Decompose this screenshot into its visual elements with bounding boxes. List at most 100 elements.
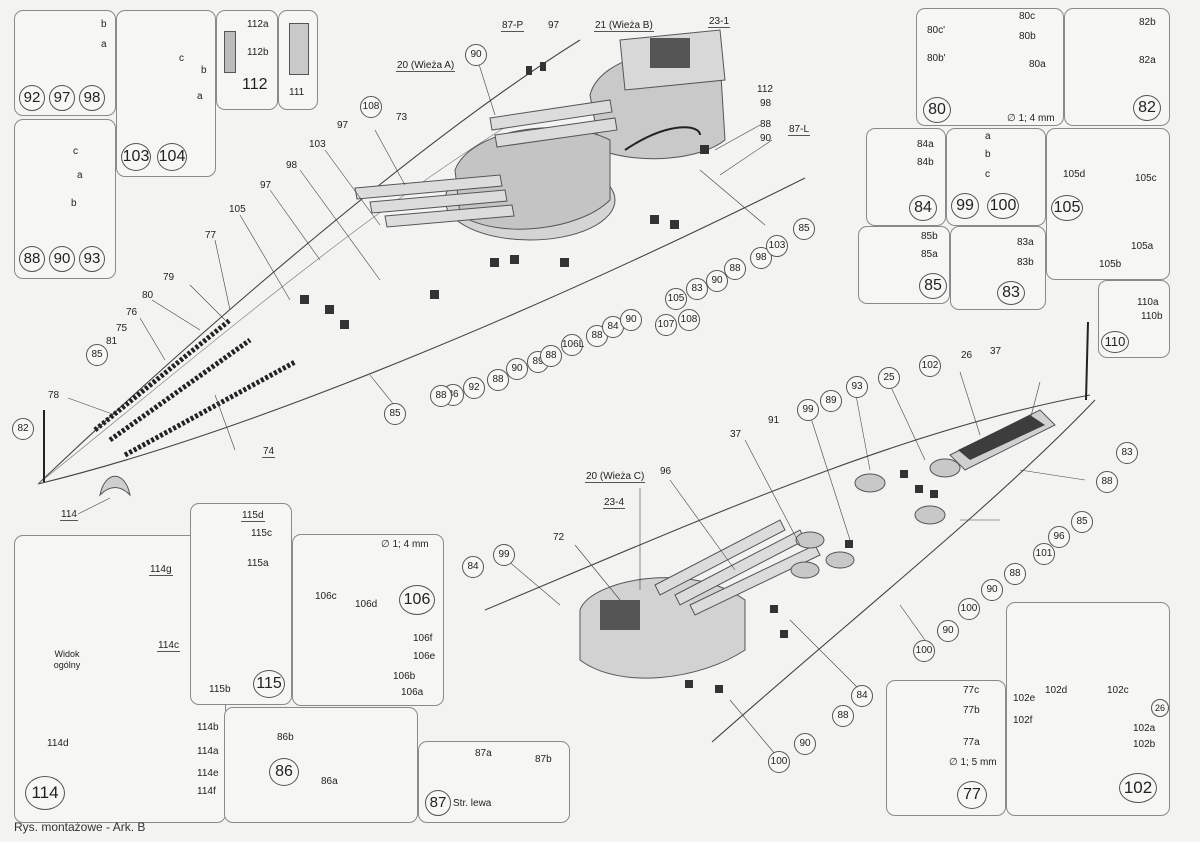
inset-box-106: ∅ 1; 4 mm 106c 106d 106f 106e 106b 106a … [292,534,444,706]
callout-99-a: 99 [797,399,819,421]
callout-81: 81 [106,336,118,347]
inset-102-label-26: 26 [1151,699,1169,717]
inset-box-110: 110a 110b 110 [1098,280,1170,358]
inset-80-num: 80 [923,97,951,123]
inset-box-102: 102d 102c 102e 102f 26 102a 102b 102 [1006,602,1170,816]
callout-96-a: 96 [660,466,672,477]
callout-84-s: 84 [462,556,484,578]
inset-box-103: c b a 103 104 [116,10,216,177]
inset-92-num: 92 [19,85,45,111]
callout-90-s2: 90 [937,620,959,642]
callout-92: 92 [463,377,485,399]
callout-83: 83 [686,278,708,300]
inset-106-label-a: 106a [401,687,424,698]
sheet-title: Rys. montażowe - Ark. B [14,820,146,834]
inset-84-label-b: 84b [917,157,934,168]
inset-104-num: 104 [157,143,187,171]
inset-87-label-b: 87b [535,754,552,765]
inset-103-num: 103 [121,143,151,171]
inset-114-caption: Widok ogólny [53,649,81,670]
inset-115-label-a: 115a [247,558,269,569]
inset-112-num: 112 [242,76,268,93]
inset-83-num: 83 [997,281,1025,305]
inset-98-num: 98 [79,85,105,111]
inset-102-label-c: 102c [1107,685,1129,696]
inset-box-77: 77c 77b 77a ∅ 1; 5 mm 77 [886,680,1006,816]
inset-82-num: 82 [1133,95,1161,121]
callout-108-b: 108 [678,309,700,331]
callout-97-a: 97 [337,120,349,131]
inset-box-115: 115d 115c 115a 115b 115 [190,503,292,705]
callout-88-a: 88 [760,119,772,130]
inset-110-num: 110 [1101,331,1129,353]
inset-87-label-a: 87a [475,748,492,759]
callout-100-a: 100 [958,598,980,620]
label-87p: 87-P [501,20,525,32]
stern-guns-drawing [654,519,821,616]
inset-80-note: ∅ 1; 4 mm [1007,113,1055,124]
inset-99-num: 99 [951,193,979,219]
inset-115-label-d: 115d [241,510,265,522]
inset-115-num: 115 [253,670,285,698]
inset-77-label-a: 77a [963,737,980,748]
inset-114-num: 114 [25,776,65,810]
inset-88-label-b: b [71,198,77,209]
callout-90-e: 90 [706,270,728,292]
stern-hull-drawing [484,321,1096,743]
callout-93: 93 [846,376,868,398]
inset-102-num: 102 [1119,773,1157,803]
inset-88-num: 88 [19,246,45,272]
inset-92-label-b: b [101,19,107,30]
inset-83-label-a: 83a [1017,237,1034,248]
inset-97-num: 97 [49,85,75,111]
callout-98-b: 98 [286,160,298,171]
inset-103-label-a: a [197,91,203,102]
inset-box-88: c a b 88 90 93 [14,119,116,279]
leader-lines [67,57,1086,761]
callout-90-a: 90 [465,44,487,66]
inset-114-label-c: 114c [157,640,180,652]
callout-90-s1: 90 [981,579,1003,601]
callout-102: 102 [919,355,941,377]
anchor-chains-drawing [93,318,297,458]
inset-115-label-b: 115b [209,684,231,695]
inset-110-label-a: 110a [1137,297,1159,308]
inset-111-num: 111 [289,87,305,98]
inset-114-label-a: 114a [197,746,219,757]
inset-box-83: 83a 83b 83 [950,226,1046,310]
label-97-top: 97 [548,20,560,31]
anchor-drawing [99,475,131,497]
bollard-parts-drawing [300,62,709,329]
inset-83-label-b: 83b [1017,257,1034,268]
inset-box-85: 85b 85a 85 [858,226,950,304]
callout-107: 107 [655,314,677,336]
inset-87-num: 87 [425,790,451,816]
inset-112-label-a: 112a [247,19,269,30]
inset-82-label-a: 82a [1139,55,1156,66]
callout-37-b: 37 [730,429,742,440]
callout-82: 82 [12,418,34,440]
inset-86-label-a: 86a [321,776,338,787]
callout-83-s: 83 [1116,442,1138,464]
label-23-1: 23-1 [708,16,731,28]
inset-box-84: 84a 84b 84 [866,128,946,226]
inset-box-99: a b c 99 100 [946,128,1046,226]
inset-114-label-g: 114g [149,564,173,576]
callout-90-d: 90 [620,309,642,331]
inset-86-label-b: 86b [277,732,294,743]
label-23-4: 23-4 [603,497,626,509]
inset-106-label-e: 106e [413,651,436,662]
callout-74: 74 [262,446,276,458]
callout-85-c: 85 [793,218,815,240]
inset-box-111: 111 [278,10,318,110]
inset-105-label-c: 105c [1135,173,1157,184]
callout-85-a: 85 [86,344,108,366]
inset-80-label-bprime: 80b' [927,53,946,64]
callout-85-b: 85 [384,403,406,425]
callout-114: 114 [60,509,78,521]
inset-77-num: 77 [957,781,987,809]
callout-106l: 106L [561,334,584,356]
inset-102-label-d: 102d [1045,685,1068,696]
inset-115-label-c: 115c [251,528,272,539]
